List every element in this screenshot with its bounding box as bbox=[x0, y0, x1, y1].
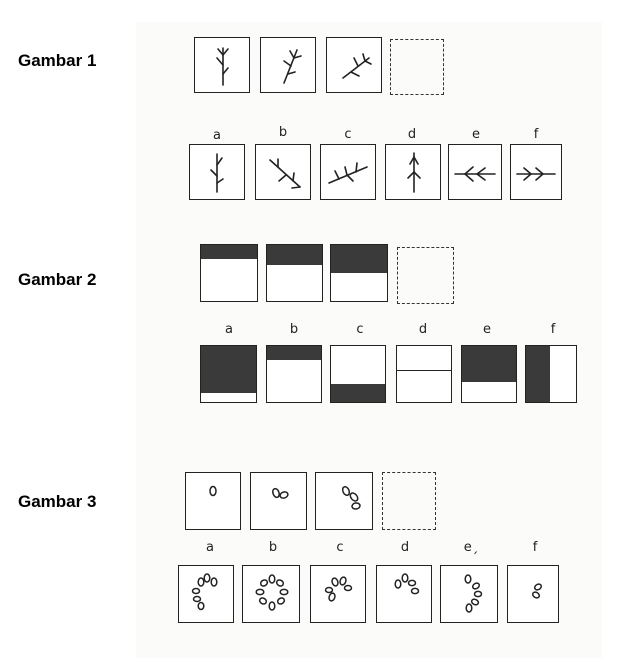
option-label-d: d bbox=[418, 322, 428, 337]
option-e-figure[interactable] bbox=[461, 345, 517, 403]
question-figure-1 bbox=[200, 244, 258, 302]
option-d-figure[interactable] bbox=[396, 345, 452, 403]
question-figure-2 bbox=[250, 472, 307, 530]
option-label-f: f bbox=[550, 322, 556, 337]
branch-icon bbox=[216, 47, 229, 86]
option-b-figure[interactable] bbox=[255, 144, 311, 200]
branch-icon bbox=[328, 162, 368, 184]
ovals-icon bbox=[464, 574, 483, 613]
option-label-e: e bbox=[483, 322, 491, 337]
shaded-region bbox=[201, 346, 256, 393]
section-title-gambar-2: Gambar 2 bbox=[18, 270, 97, 289]
divider-line bbox=[397, 370, 451, 371]
option-label-a: a bbox=[213, 128, 221, 143]
option-label-c: c bbox=[344, 127, 352, 142]
section-title-gambar-3: Gambar 3 bbox=[18, 492, 97, 511]
option-label-a: a bbox=[225, 322, 233, 337]
option-e-figure[interactable] bbox=[448, 144, 502, 200]
option-e-figure[interactable] bbox=[440, 565, 498, 623]
option-c-figure[interactable] bbox=[320, 144, 376, 200]
answer-placeholder bbox=[397, 247, 454, 304]
shaded-region bbox=[267, 346, 321, 360]
branch-icon bbox=[210, 153, 224, 193]
option-b-figure[interactable] bbox=[266, 345, 322, 403]
question-figure-2 bbox=[260, 37, 316, 93]
option-label-f: f bbox=[533, 127, 539, 142]
ovals-icon bbox=[255, 574, 289, 611]
option-label-c: c bbox=[336, 540, 344, 555]
option-c-figure[interactable] bbox=[330, 345, 386, 403]
option-label-b: b bbox=[268, 540, 278, 555]
question-figure-2 bbox=[266, 244, 323, 302]
branch-icon bbox=[407, 152, 421, 193]
ovals-icon bbox=[394, 573, 420, 595]
option-a-figure[interactable] bbox=[189, 144, 245, 200]
ovals-icon bbox=[209, 485, 217, 497]
shaded-region bbox=[267, 245, 322, 265]
shaded-region bbox=[462, 346, 516, 382]
shaded-region bbox=[331, 384, 385, 402]
branch-icon bbox=[283, 49, 302, 84]
option-b-figure[interactable] bbox=[242, 565, 300, 623]
ovals-icon bbox=[191, 573, 218, 611]
option-label-e: eˏ bbox=[463, 540, 479, 555]
question-figure-1 bbox=[194, 37, 250, 93]
ovals-icon bbox=[272, 487, 289, 499]
option-f-figure[interactable] bbox=[507, 565, 559, 623]
option-d-figure[interactable] bbox=[385, 144, 441, 200]
question-figure-3 bbox=[326, 37, 382, 93]
section-title-gambar-1: Gambar 1 bbox=[18, 51, 97, 70]
answer-placeholder bbox=[390, 39, 444, 95]
option-d-figure[interactable] bbox=[376, 565, 432, 623]
option-f-figure[interactable] bbox=[525, 345, 577, 403]
option-a-figure[interactable] bbox=[200, 345, 257, 403]
shaded-region bbox=[201, 245, 257, 259]
shaded-region bbox=[331, 245, 387, 273]
option-label-f: f bbox=[532, 540, 538, 555]
ovals-icon bbox=[531, 583, 543, 599]
ovals-icon bbox=[341, 485, 361, 510]
answer-placeholder bbox=[382, 472, 436, 530]
branch-icon bbox=[269, 158, 301, 189]
option-label-c: c bbox=[356, 322, 364, 337]
option-c-figure[interactable] bbox=[310, 565, 366, 623]
option-label-b: b bbox=[278, 125, 288, 140]
option-label-e: e bbox=[472, 127, 480, 142]
question-figure-3 bbox=[315, 472, 373, 530]
option-f-figure[interactable] bbox=[510, 144, 562, 200]
ovals-icon bbox=[324, 576, 353, 602]
question-figure-1 bbox=[185, 472, 241, 530]
option-a-figure[interactable] bbox=[178, 565, 234, 623]
question-figure-3 bbox=[330, 244, 388, 302]
option-label-d: d bbox=[407, 127, 417, 142]
worksheet-paper bbox=[136, 22, 602, 658]
option-label-a: a bbox=[206, 540, 214, 555]
option-label-b: b bbox=[289, 322, 299, 337]
option-label-d: d bbox=[400, 540, 410, 555]
shaded-region bbox=[526, 346, 550, 402]
branch-icon bbox=[454, 166, 496, 182]
branch-icon bbox=[516, 167, 556, 181]
branch-icon bbox=[342, 53, 372, 79]
